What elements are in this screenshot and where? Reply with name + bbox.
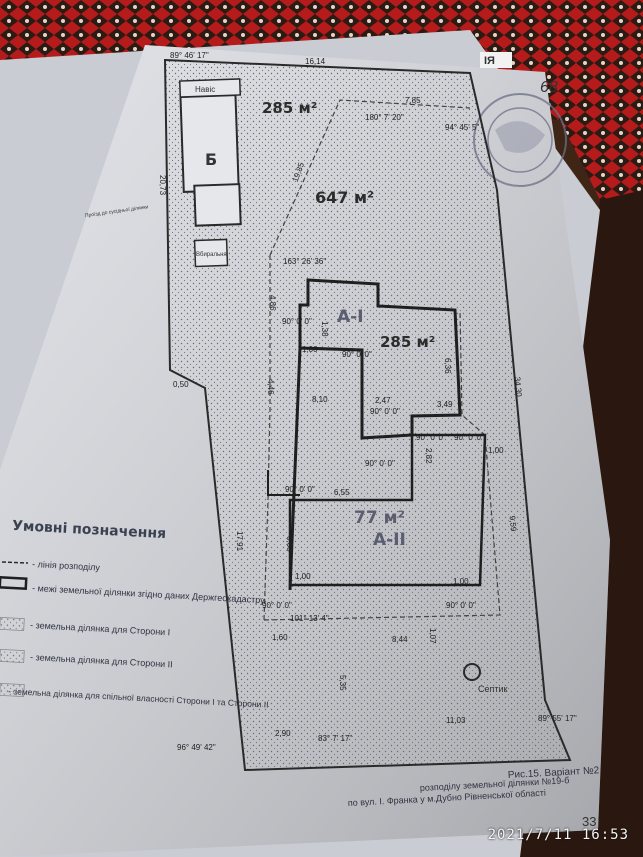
legend-item-0: - лінія розподілу <box>32 559 101 573</box>
dim-844: 8,44 <box>392 635 408 644</box>
dim-655: 6,55 <box>334 488 350 497</box>
dim-left-side: 20,73 <box>158 175 167 196</box>
dim-050: 0,50 <box>173 380 189 389</box>
dim-96: 96° 49' 42" <box>177 743 216 752</box>
dim-90-h: 90° 0' 0" <box>262 601 292 610</box>
dim-101: 101° 13' 4" <box>290 614 329 623</box>
dim-90-g: 90° 0' 0" <box>285 485 315 494</box>
parcel-boundary <box>163 58 572 772</box>
septic-label: Септик <box>478 684 508 694</box>
dim-90-a: 90° 0' 0" <box>282 317 312 326</box>
dim-290: 2,90 <box>275 729 291 738</box>
dim-100b: 1,00 <box>488 446 504 455</box>
building-b-label: Б <box>205 150 217 169</box>
annex-building <box>193 183 242 227</box>
dim-right-inner: 9,59 <box>508 515 518 532</box>
dim-785: 7,85 <box>405 96 421 105</box>
area-house-two-label: А-ІІ <box>373 530 406 550</box>
dim-446: 4,46 <box>266 379 275 395</box>
caption-line-1: Рис.15. Варіант №2 <box>508 765 600 781</box>
area-upper: 647 м² <box>315 188 374 207</box>
dim-163: 163° 26' 36" <box>283 257 326 266</box>
dim-535: 5,35 <box>338 675 347 691</box>
dim-1103: 11,03 <box>446 716 466 725</box>
dim-94: 94° 45' 5" <box>445 123 479 132</box>
dim-83: 83° 7' 17" <box>318 734 352 743</box>
dim-right-side: 34,30 <box>513 376 524 397</box>
area-house-one: 285 м² <box>380 333 435 351</box>
photo-timestamp: 2021/7/11 16:53 <box>487 827 629 843</box>
official-stamp <box>473 93 567 187</box>
dim-138: 1,38 <box>320 321 329 337</box>
dim-90-b: 90° 0' 0" <box>342 350 372 359</box>
building-b <box>179 94 240 193</box>
dim-100a: 1,00 <box>302 345 318 354</box>
shed-building <box>178 78 242 98</box>
dim-100c: 1,00 <box>295 572 311 581</box>
dim-90-c: 90° 0' 0" <box>370 407 400 416</box>
dim-247: 2,47 <box>375 396 391 405</box>
dim-90-e: 90° 0' 0" <box>454 433 484 442</box>
dim-90-d: 90° 0' 0" <box>416 433 446 442</box>
toilet-building <box>193 238 229 268</box>
bottom-page-number: 33 <box>582 814 596 829</box>
toilet-label: Вбиральня <box>196 252 227 258</box>
shed-label: Навіс <box>195 85 215 94</box>
dim-107: 1,07 <box>428 628 437 644</box>
dimension-labels: 16,14 89° 46' 17" 20,73 7,85 180° 7' 20"… <box>158 51 577 752</box>
page-number-handwritten: 68 <box>540 79 558 96</box>
header-fragment: ІЯ <box>484 55 495 67</box>
dim-636: 6,36 <box>443 358 452 374</box>
dim-160: 1,60 <box>272 633 288 642</box>
dim-89b: 89° 55' 17" <box>538 714 577 723</box>
house-a-two <box>288 346 487 587</box>
dim-349: 3,49 <box>437 400 453 409</box>
dim-810: 8,10 <box>312 395 328 404</box>
area-house-one-label: А-І <box>337 307 364 327</box>
dim-486: 4,86 <box>268 295 277 311</box>
area-top-left: 285 м² <box>262 99 317 117</box>
dim-282: 2,82 <box>424 448 433 464</box>
dim-top-left-angle: 89° 46' 17" <box>170 51 209 60</box>
dim-top: 16,14 <box>305 57 326 66</box>
area-house-two: 77 м² <box>354 508 405 528</box>
dim-100d: 1,00 <box>453 577 469 586</box>
division-line-left <box>263 255 271 621</box>
dim-left-lower: 17,91 <box>235 531 244 552</box>
dim-668: 6,68 <box>285 536 294 552</box>
dim-180: 180° 7' 20" <box>365 113 404 122</box>
dim-90-f: 90° 0' 0" <box>365 459 395 468</box>
dim-90-i: 90° 0' 0" <box>446 601 476 610</box>
septic-marker <box>463 663 481 681</box>
division-line-upper <box>269 99 471 256</box>
